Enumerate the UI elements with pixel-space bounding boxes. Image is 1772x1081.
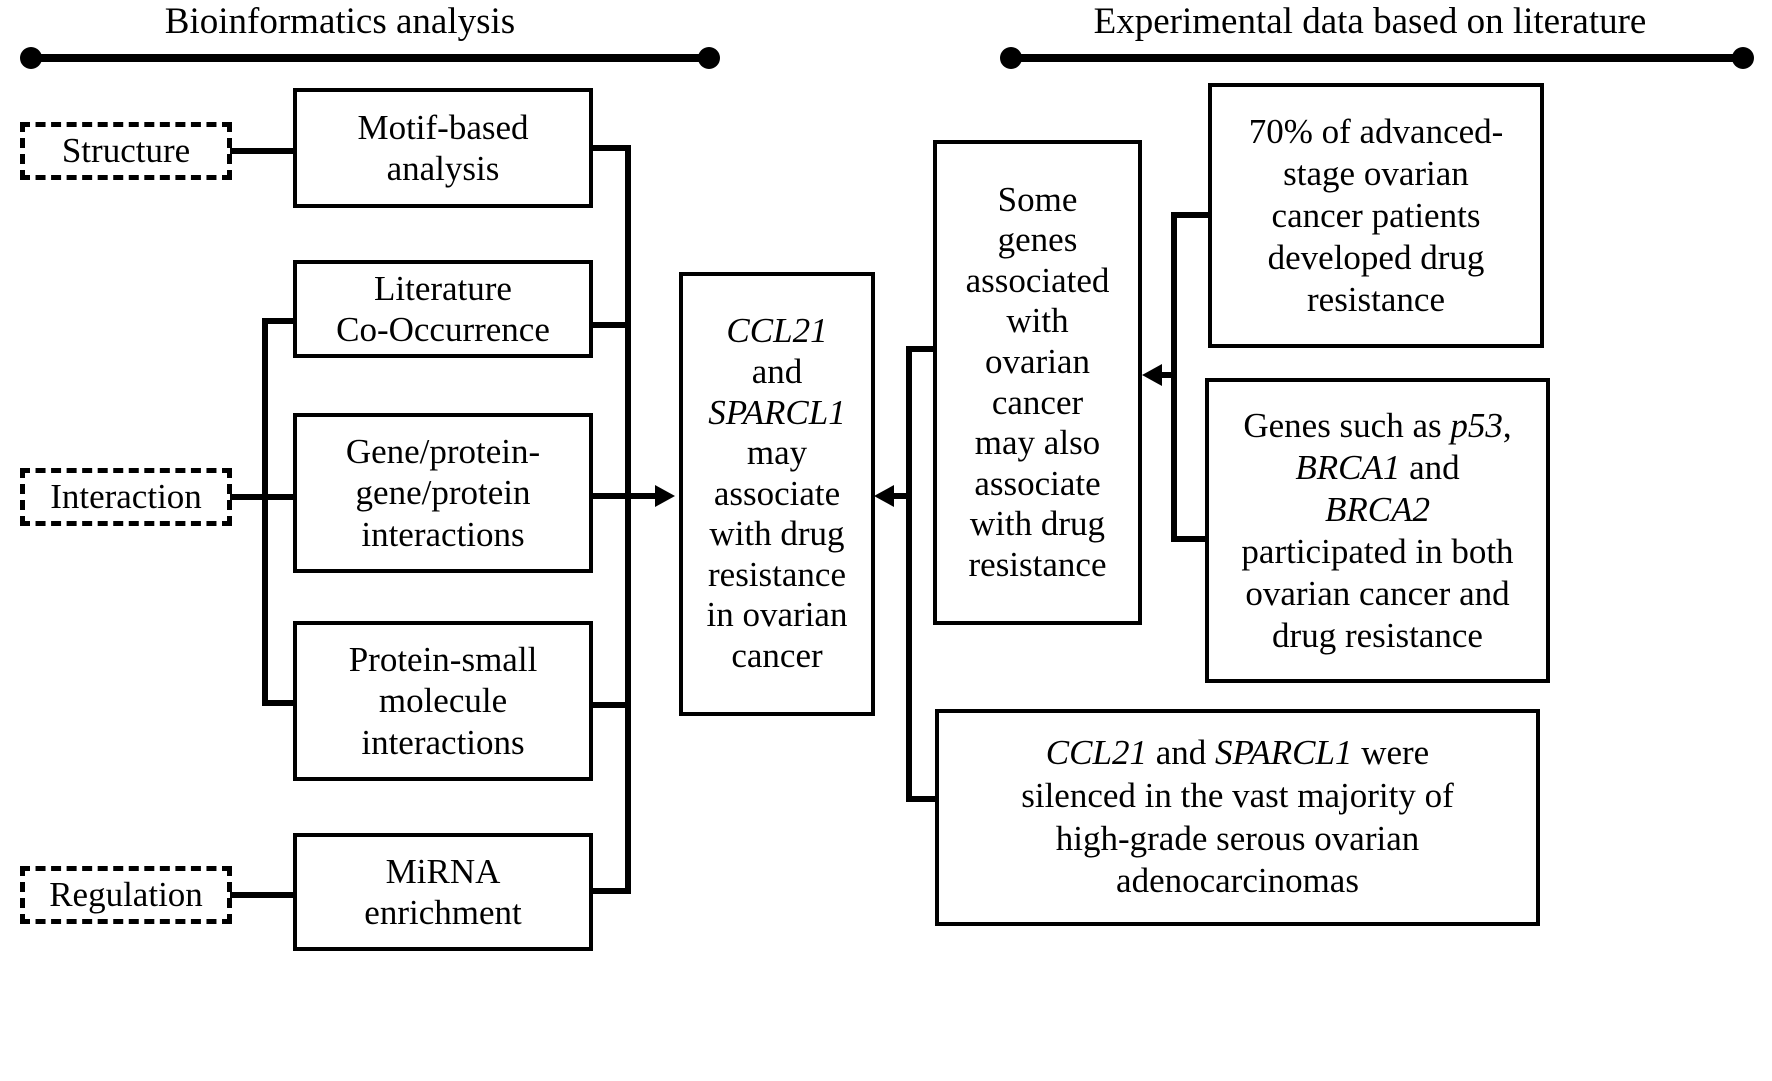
connector-interaction-bus [262,318,268,706]
bridge-line-2: genes [997,220,1078,260]
bridge-line-6: cancer [991,382,1084,422]
conclusion-line-1: CCL21 [726,311,828,351]
evidence-p53-text-1: Genes such as p53, [1243,405,1512,445]
connector-interaction-bus-to-literature [262,318,296,324]
section-rule-left [30,54,710,62]
bridge-line-7: may also [974,423,1101,463]
evidence-p53-line-2: BRCA1 and [1241,447,1513,489]
connector-left-bus-to-conclusion [625,493,659,499]
connector-cooccurrence-to-bus [593,322,631,328]
analysis-box-motif-line2: analysis [386,149,500,188]
analysis-box-mirna-enrichment[interactable]: MiRNA enrichment [293,833,593,951]
evidence-box-silenced[interactable]: CCL21 and SPARCL1 were silenced in the v… [935,709,1540,926]
connector-evidence-bus-to-advanced-stage [1171,212,1211,218]
evidence-p53-line-3: BRCA2 [1241,489,1513,531]
connector-silenced-to-right-bus [906,796,938,802]
category-interaction-label: Interaction [50,477,202,516]
analysis-box-gene-protein-interactions[interactable]: Gene/protein- gene/protein interactions [293,413,593,573]
connector-evidence-bus-to-bridge [1148,372,1176,378]
evidence-silenced-line-2: silenced in the vast majority of [1021,775,1454,815]
conclusion-line-6: with drug [709,514,845,554]
conclusion-line-5: associate [713,473,841,513]
evidence-advanced-line-3: cancer patients [1271,195,1481,235]
arrow-into-conclusion-right [874,485,894,507]
bridge-line-3: associated [965,260,1110,300]
evidence-silenced-line-1: CCL21 and SPARCL1 were [1045,733,1430,773]
connector-right-bus-to-conclusion [880,493,910,499]
bridge-line-8: associate [974,463,1101,503]
evidence-p53-line-6: drug resistance [1272,615,1483,655]
evidence-p53-text-3: BRCA2 [1325,489,1430,529]
category-regulation-label: Regulation [49,875,203,914]
evidence-advanced-line-1: 70% of advanced- [1248,111,1504,151]
section-title-right: Experimental data based on literature [1093,1,1647,42]
analysis-box-cooccurrence-line2: Co-Occurrence [336,310,550,349]
bridge-line-10: resistance [968,544,1107,584]
conclusion-line-9: cancer [731,636,823,676]
analysis-box-motif[interactable]: Motif-based analysis [293,88,593,208]
evidence-silenced-line-4: adenocarcinomas [1116,861,1359,901]
connector-bridge-to-right-bus [906,346,938,352]
section-rule-left-end-dot [698,47,720,69]
conclusion-line-4: may [746,433,808,473]
bridge-line-5: ovarian [985,341,1090,381]
section-rule-right-end-dot [1732,47,1754,69]
bridge-line-4: with [1006,301,1069,341]
analysis-box-psmi-line2: molecule [378,681,508,721]
connector-motif-to-bus [593,145,631,151]
evidence-p53-line-4: participated in both [1241,531,1514,571]
evidence-p53-line-5: ovarian cancer and [1245,573,1510,613]
connector-left-bus-vertical [625,145,631,890]
section-rule-right [1010,54,1740,62]
bridge-line-9: with drug [969,504,1106,544]
evidence-box-advanced-stage[interactable]: 70% of advanced- stage ovarian cancer pa… [1208,83,1544,348]
arrow-into-bridge-right [1142,364,1162,386]
analysis-box-ppi-line3: interactions [361,514,525,554]
analysis-box-mirna-line2: enrichment [364,893,522,932]
conclusion-line-2: and [751,351,803,391]
conclusion-line-8: in ovarian [706,595,848,635]
connector-psmi-to-bus [593,702,631,708]
analysis-box-cooccurrence[interactable]: Literature Co-Occurrence [293,260,593,358]
connector-interaction-bus-to-psmi [262,700,296,706]
evidence-p53-line-1: Genes such as p53, [1241,405,1513,447]
analysis-box-cooccurrence-line1: Literature [374,268,512,308]
analysis-box-psmi-line1: Protein-small [348,640,538,680]
bridge-box-some-genes[interactable]: Some genes associated with ovarian cance… [933,140,1142,625]
conclusion-line-3: SPARCL1 [708,392,846,432]
category-structure-label: Structure [61,131,191,170]
connector-right-bus-vertical [906,346,912,802]
conclusion-line-7: resistance [708,554,846,594]
evidence-silenced-line-3: high-grade serous ovarian [1055,818,1420,858]
category-interaction[interactable]: Interaction [20,468,232,526]
category-structure[interactable]: Structure [20,122,232,180]
evidence-box-p53-brca[interactable]: Genes such as p53, BRCA1 and BRCA2 parti… [1205,378,1550,683]
bridge-line-1: Some [997,179,1078,219]
connector-structure-to-motif [230,148,296,154]
arrow-into-conclusion-left [655,485,675,507]
analysis-box-mirna-line1: MiRNA [385,851,501,891]
connector-evidence-bus-to-p53brca [1171,536,1211,542]
section-title-left: Bioinformatics analysis [164,1,516,42]
connector-ppi-to-bus [593,493,631,499]
connector-regulation-to-mirna [230,892,296,898]
connector-mirna-to-bus [593,888,631,894]
category-regulation[interactable]: Regulation [20,866,232,924]
evidence-p53-text-2: BRCA1 and [1295,447,1460,487]
evidence-advanced-line-4: developed drug [1267,237,1485,277]
evidence-advanced-line-2: stage ovarian [1283,153,1469,193]
analysis-box-protein-small-molecule[interactable]: Protein-small molecule interactions [293,621,593,781]
central-conclusion-box[interactable]: CCL21 and SPARCL1 may associate with dru… [679,272,875,716]
analysis-box-ppi-line1: Gene/protein- [345,432,541,472]
analysis-box-motif-line1: Motif-based [357,107,529,147]
analysis-box-psmi-line3: interactions [361,722,525,762]
evidence-advanced-line-5: resistance [1307,279,1445,319]
analysis-box-ppi-line2: gene/protein [355,473,531,513]
